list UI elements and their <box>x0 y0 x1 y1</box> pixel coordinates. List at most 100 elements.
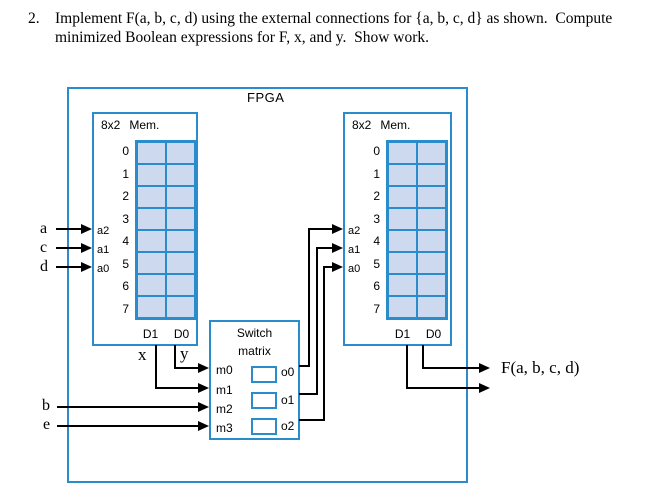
left-memory-size-label: 8x2 <box>101 118 121 132</box>
memory-cell <box>166 296 195 318</box>
signal-label-f-output: F(a, b, c, d) <box>501 358 580 377</box>
wire-e <box>57 425 199 427</box>
wire-x-arrowhead-icon <box>198 383 209 393</box>
wire-o1-vertical <box>316 247 318 395</box>
right-memory-dout-label-d1: D1 <box>394 327 411 341</box>
memory-cell <box>388 164 417 186</box>
switch-input-label-m2: m2 <box>216 402 233 416</box>
switch-output-label-o1: o1 <box>281 393 295 407</box>
switch-output-label-o2: o2 <box>281 419 295 433</box>
signal-label-x: x <box>138 345 147 364</box>
wire-c-arrowhead-icon <box>81 243 92 253</box>
left-memory-row-labels: 0 1 2 3 4 5 6 7 <box>94 140 130 320</box>
memory-row-label: 5 <box>373 256 380 271</box>
left-memory-dout-label-d0: D0 <box>173 327 190 341</box>
wire-d1-out-horizontal <box>406 387 480 389</box>
switch-matrix-title-line1: Switch <box>236 326 273 340</box>
wire-o2-out <box>299 419 325 421</box>
memory-cell <box>137 296 166 318</box>
memory-row-label: 1 <box>373 166 380 181</box>
problem-statement: Implement F(a, b, c, d) using the extern… <box>55 9 612 47</box>
memory-row-label: 2 <box>373 189 380 203</box>
memory-cell <box>166 186 195 208</box>
wire-f-horizontal <box>422 367 480 369</box>
wire-a-arrowhead-icon <box>81 224 92 234</box>
memory-row-label: 5 <box>122 256 129 271</box>
memory-cell <box>137 208 166 230</box>
right-memory-addr-label-a2: a2 <box>348 225 361 237</box>
wire-o1-arrowhead-icon <box>332 243 343 253</box>
fpga-box <box>67 87 468 483</box>
left-memory-addr-label-a1: a1 <box>97 244 110 256</box>
memory-cell <box>388 274 417 296</box>
left-memory-block: 8x2 Mem. 0 1 2 3 4 5 6 7 a2 a1 a0 D1 D0 <box>92 112 198 346</box>
memory-row-label: 7 <box>122 301 129 316</box>
switch-input-label-m0: m0 <box>216 363 233 377</box>
problem-text-line1: Implement F(a, b, c, d) using the extern… <box>55 10 613 27</box>
wire-o2-arrowhead-icon <box>332 262 343 272</box>
wire-x-vertical <box>155 345 157 389</box>
memory-cell <box>166 252 195 274</box>
problem-number: 2. <box>28 10 40 27</box>
memory-cell <box>166 208 195 230</box>
wire-f-vertical <box>422 345 424 369</box>
fpga-label: FPGA <box>247 90 285 105</box>
memory-cell <box>166 230 195 252</box>
left-memory-name-label: Mem. <box>129 118 160 132</box>
left-memory-dout-label-d1: D1 <box>142 327 159 341</box>
memory-cell <box>388 186 417 208</box>
wire-a <box>56 228 83 230</box>
right-memory-addr-label-a0: a0 <box>348 263 361 275</box>
signal-label-b: b <box>42 397 50 414</box>
memory-cell <box>137 186 166 208</box>
switch-output-label-o0: o0 <box>281 365 295 379</box>
right-memory-size-label: 8x2 <box>352 118 372 132</box>
memory-row-label: 0 <box>122 144 129 158</box>
wire-o0-arrowhead-icon <box>332 224 343 234</box>
memory-row-label: 2 <box>122 189 129 203</box>
memory-cell <box>166 274 195 296</box>
memory-row-label: 1 <box>122 166 129 181</box>
wire-f-arrowhead-icon <box>479 363 490 373</box>
memory-cell <box>137 274 166 296</box>
left-memory-title: 8x2 Mem. <box>101 118 159 132</box>
right-memory-grid <box>386 140 448 320</box>
wire-o0-out <box>299 365 310 367</box>
right-memory-row-labels: 0 1 2 3 4 5 6 7 <box>345 140 381 320</box>
memory-cell <box>417 186 446 208</box>
switch-input-label-m1: m1 <box>216 383 233 397</box>
memory-cell <box>388 208 417 230</box>
wire-o2-vertical <box>323 266 325 421</box>
switch-config-box-2 <box>251 418 277 435</box>
wire-x-horizontal <box>155 387 200 389</box>
right-memory-name-label: Mem. <box>380 118 411 132</box>
wire-d1-out-vertical <box>406 345 408 389</box>
left-memory-addr-label-a0: a0 <box>97 263 110 275</box>
memory-cell <box>417 274 446 296</box>
memory-row-label: 4 <box>373 234 380 248</box>
signal-label-y: y <box>180 344 189 363</box>
right-memory-dout-label-d0: D0 <box>425 327 442 341</box>
memory-row-label: 7 <box>373 301 380 316</box>
right-memory-title: 8x2 Mem. <box>352 118 410 132</box>
wire-b-arrowhead-icon <box>198 402 209 412</box>
right-memory-block: 8x2 Mem. 0 1 2 3 4 5 6 7 a2 a1 a0 D1 D0 <box>343 112 452 346</box>
signal-label-a: a <box>40 220 48 237</box>
memory-cell <box>417 230 446 252</box>
memory-cell <box>137 142 166 164</box>
switch-input-label-m3: m3 <box>216 421 233 435</box>
memory-row-label: 4 <box>122 234 129 248</box>
left-memory-grid <box>135 140 197 320</box>
wire-b <box>57 406 199 408</box>
memory-cell <box>166 164 195 186</box>
memory-cell <box>388 252 417 274</box>
signal-label-d: d <box>40 258 48 275</box>
memory-cell <box>417 296 446 318</box>
memory-cell <box>137 230 166 252</box>
problem-text-line2: minimized Boolean expressions for F, x, … <box>55 29 430 46</box>
memory-cell <box>417 252 446 274</box>
memory-cell <box>137 252 166 274</box>
memory-cell <box>388 142 417 164</box>
memory-row-label: 3 <box>373 211 380 226</box>
